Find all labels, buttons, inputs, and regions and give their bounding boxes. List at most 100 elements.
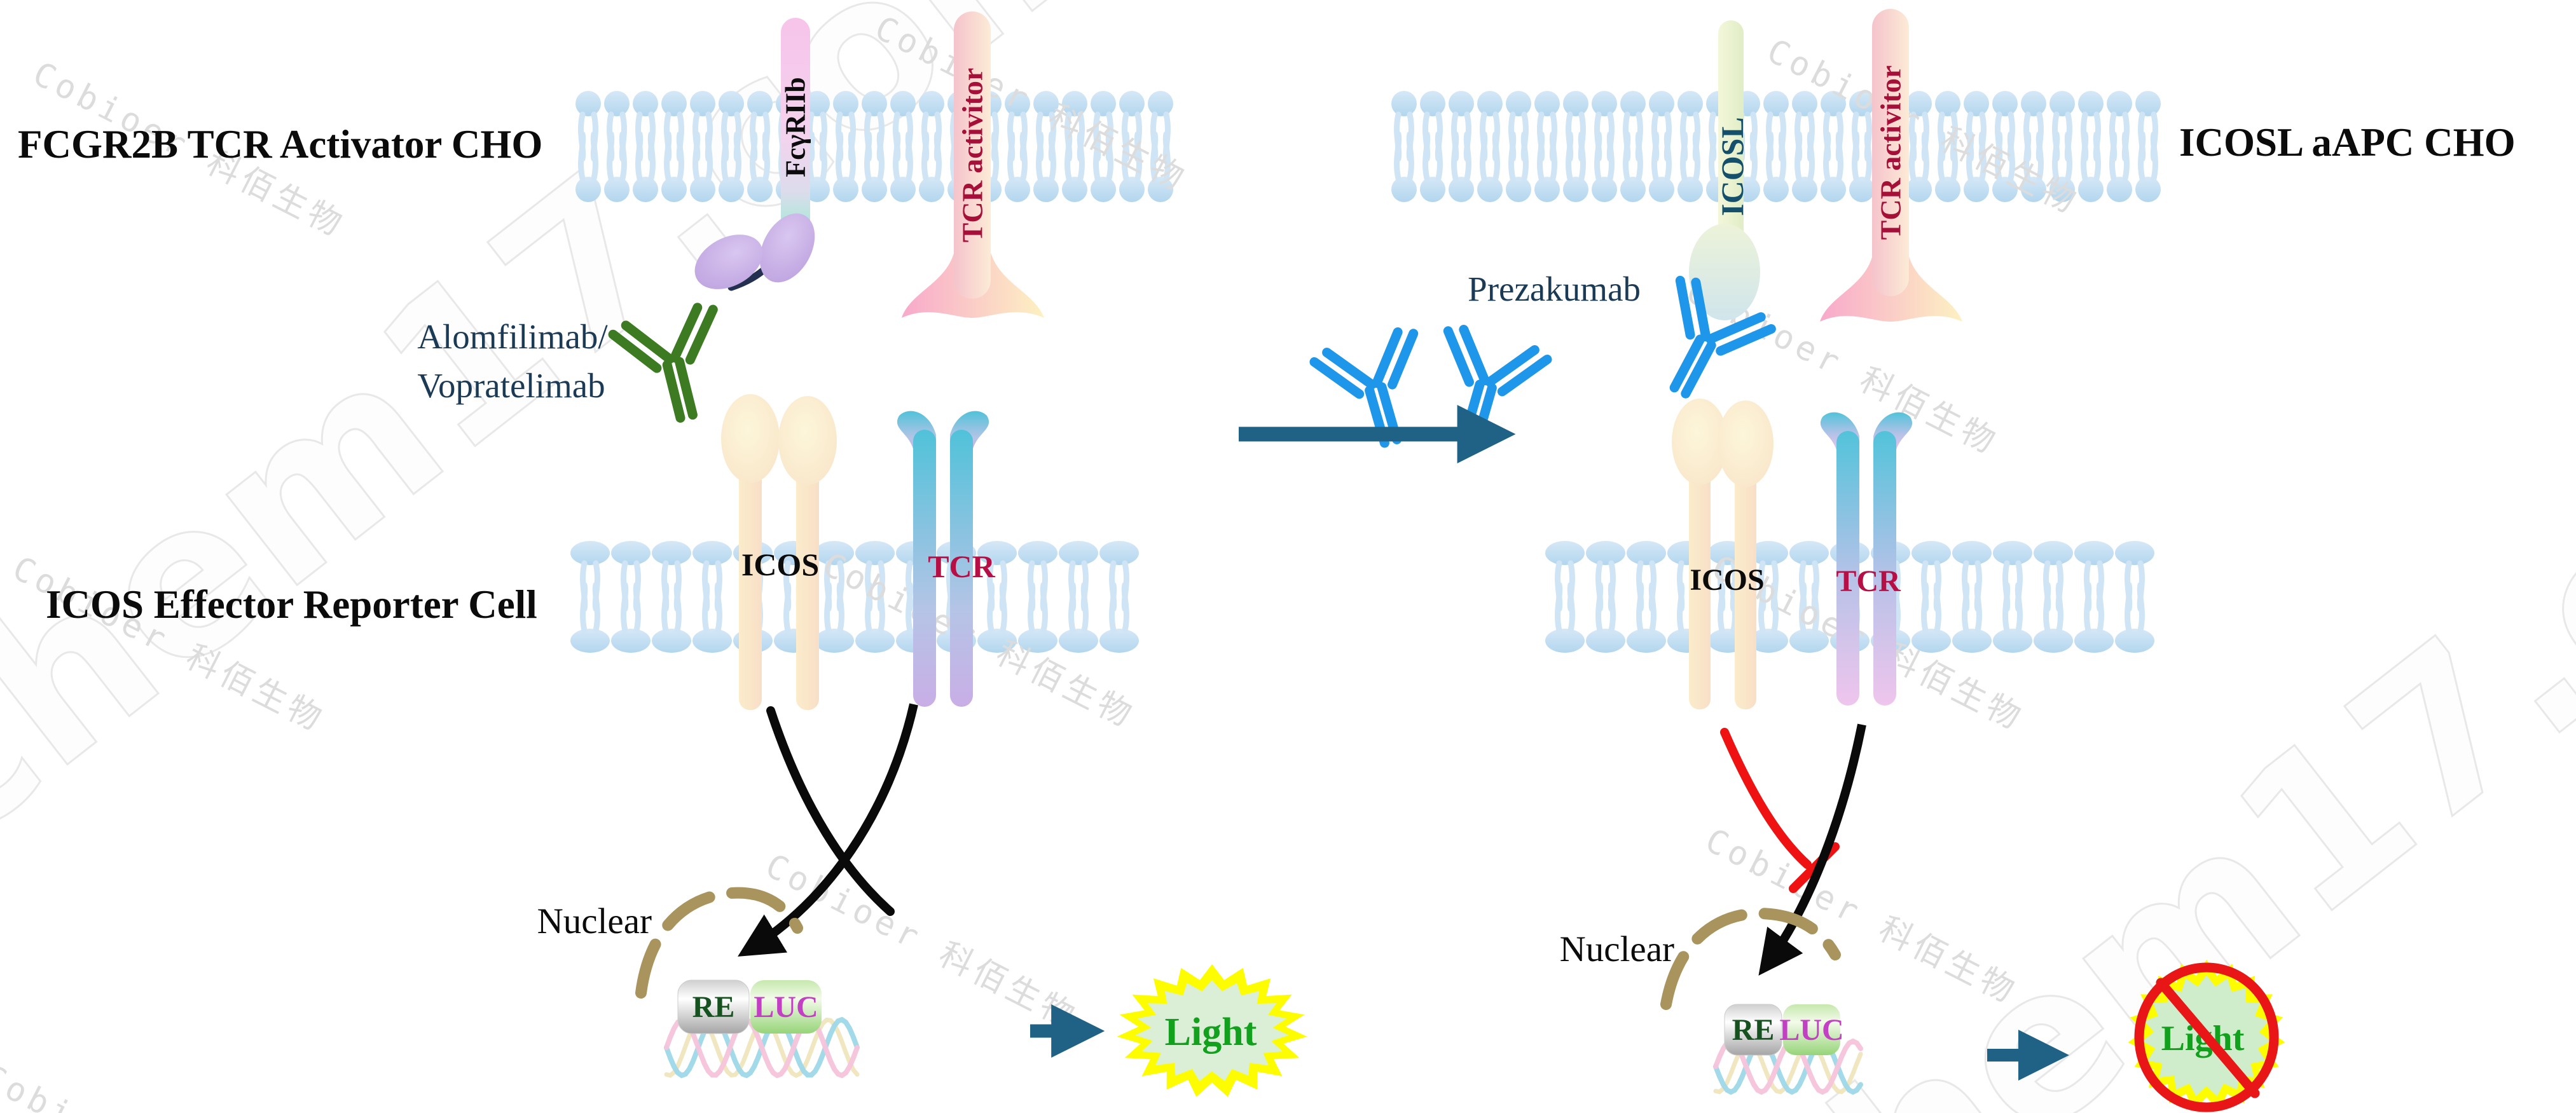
lipid-head xyxy=(611,629,651,653)
lipid-head xyxy=(1449,91,1474,116)
tcr-receptor-left: TCR xyxy=(897,411,996,707)
lipid-tail xyxy=(1648,582,1656,634)
lipid-head xyxy=(2115,629,2154,653)
left-antibody-name-line1: Alomfilimab/ xyxy=(417,317,608,356)
lipid-tail xyxy=(876,131,885,182)
lipid-tail xyxy=(676,131,684,182)
lipid-head xyxy=(1993,629,2032,653)
lipid-head xyxy=(1992,91,2018,116)
tcr-left-label: TCR xyxy=(928,549,995,584)
lipid-head xyxy=(661,91,687,116)
re-label: RE xyxy=(692,990,735,1024)
lipid-tail xyxy=(619,131,627,182)
right-panel-title: ICOSL aAPC CHO xyxy=(2179,120,2516,165)
lipid-head xyxy=(2074,629,2114,653)
re-box xyxy=(677,980,750,1034)
lipid-tail xyxy=(635,131,644,182)
lipid-head xyxy=(862,91,887,116)
lipid-head xyxy=(1849,177,1875,202)
lipid-tail xyxy=(1595,582,1604,634)
lipid-head xyxy=(1763,177,1789,202)
lipid-tail xyxy=(1835,131,1843,182)
lipid-head xyxy=(1005,91,1030,116)
lipid-tail xyxy=(1864,131,1872,182)
no-light-prohibition-icon xyxy=(2134,962,2279,1112)
lipid-head xyxy=(1952,629,1992,653)
lipid-tail xyxy=(819,131,827,182)
lipid-head xyxy=(575,91,601,116)
lipid-tail xyxy=(1978,131,1987,182)
lipid-tail xyxy=(2052,131,2060,182)
lipid-tail xyxy=(1162,131,1171,182)
re-label: RE xyxy=(1732,1013,1775,1047)
lipid-head xyxy=(919,177,944,202)
lipid-head xyxy=(604,91,630,116)
lipid-tail xyxy=(1770,582,1779,634)
lipid-tail xyxy=(1933,582,1941,634)
lipid-head xyxy=(1119,91,1145,116)
lipid-tail xyxy=(2002,582,2011,634)
lipid-head xyxy=(690,91,715,116)
right-panel: ICOSL aAPC CHO ICOSL Prezakumab TCR acti… xyxy=(1468,9,2516,1112)
lipid-head xyxy=(2021,177,2046,202)
left-antibody-group: Alomfilimab/ Vopratelimab xyxy=(417,304,736,428)
lipid-tail xyxy=(1594,131,1602,182)
lipid-tail xyxy=(1077,131,1085,182)
left-nuclear-label: Nuclear xyxy=(537,901,652,941)
lipid-head xyxy=(833,91,858,116)
lipid-head xyxy=(1391,177,1417,202)
lipid-tail xyxy=(1974,582,1982,634)
lipid-tail xyxy=(2093,131,2101,182)
lipid-head xyxy=(652,541,691,565)
lipid-tail xyxy=(893,131,901,182)
icos-right-label: ICOS xyxy=(1690,563,1764,597)
left-panel: FCGR2B TCR Activator CHO ICOS Effector R… xyxy=(18,11,1307,1097)
lipid-head xyxy=(1620,177,1646,202)
lipid-head xyxy=(2135,177,2161,202)
lipid-tail xyxy=(1109,582,1117,634)
lipid-head xyxy=(1749,541,1788,565)
left-antibody-name-line2: Vopratelimab xyxy=(417,366,605,405)
lipid-tail xyxy=(1134,131,1142,182)
lipid-head xyxy=(1033,91,1059,116)
lipid-tail xyxy=(1823,131,1831,182)
lipid-head xyxy=(1148,177,1173,202)
lipid-tail xyxy=(1463,131,1471,182)
lipid-tail xyxy=(1778,131,1786,182)
lipid-head xyxy=(1420,91,1445,116)
lipid-tail xyxy=(1909,131,1917,182)
lipid-tail xyxy=(1007,131,1016,182)
lipid-tail xyxy=(2043,582,2051,634)
lipid-tail xyxy=(1636,582,1644,634)
lipid-head xyxy=(1059,541,1098,565)
lipid-tail xyxy=(1566,131,1574,182)
lipid-head xyxy=(1906,177,1932,202)
tcr-activator-left-label: TCR activitor xyxy=(956,68,989,243)
lipid-tail xyxy=(1537,131,1545,182)
lipid-tail xyxy=(580,582,588,634)
lipid-tail xyxy=(1036,131,1044,182)
lipid-tail xyxy=(1623,131,1631,182)
lipid-head xyxy=(815,629,854,653)
lipid-tail xyxy=(714,582,722,634)
icosl-oval xyxy=(1689,224,1760,320)
lipid-head xyxy=(1506,91,1531,116)
lipid-head xyxy=(1763,91,1789,116)
lipid-head xyxy=(1477,177,1503,202)
icos-receptor-right: ICOS xyxy=(1672,399,1774,709)
lipid-head xyxy=(652,629,691,653)
lipid-tail xyxy=(705,131,713,182)
lipid-head xyxy=(1749,629,1788,653)
lipid-head xyxy=(604,177,630,202)
lipid-tail xyxy=(987,582,995,634)
lipid-tail xyxy=(2137,582,2145,634)
lipid-tail xyxy=(647,131,656,182)
lipid-head xyxy=(575,177,601,202)
lipid-head xyxy=(1649,91,1674,116)
lipid-head xyxy=(1592,177,1617,202)
lipid-tail xyxy=(1080,582,1089,634)
lipid-tail xyxy=(661,582,670,634)
light-left-label: Light xyxy=(1165,1011,1257,1054)
lipid-tail xyxy=(1766,131,1774,182)
